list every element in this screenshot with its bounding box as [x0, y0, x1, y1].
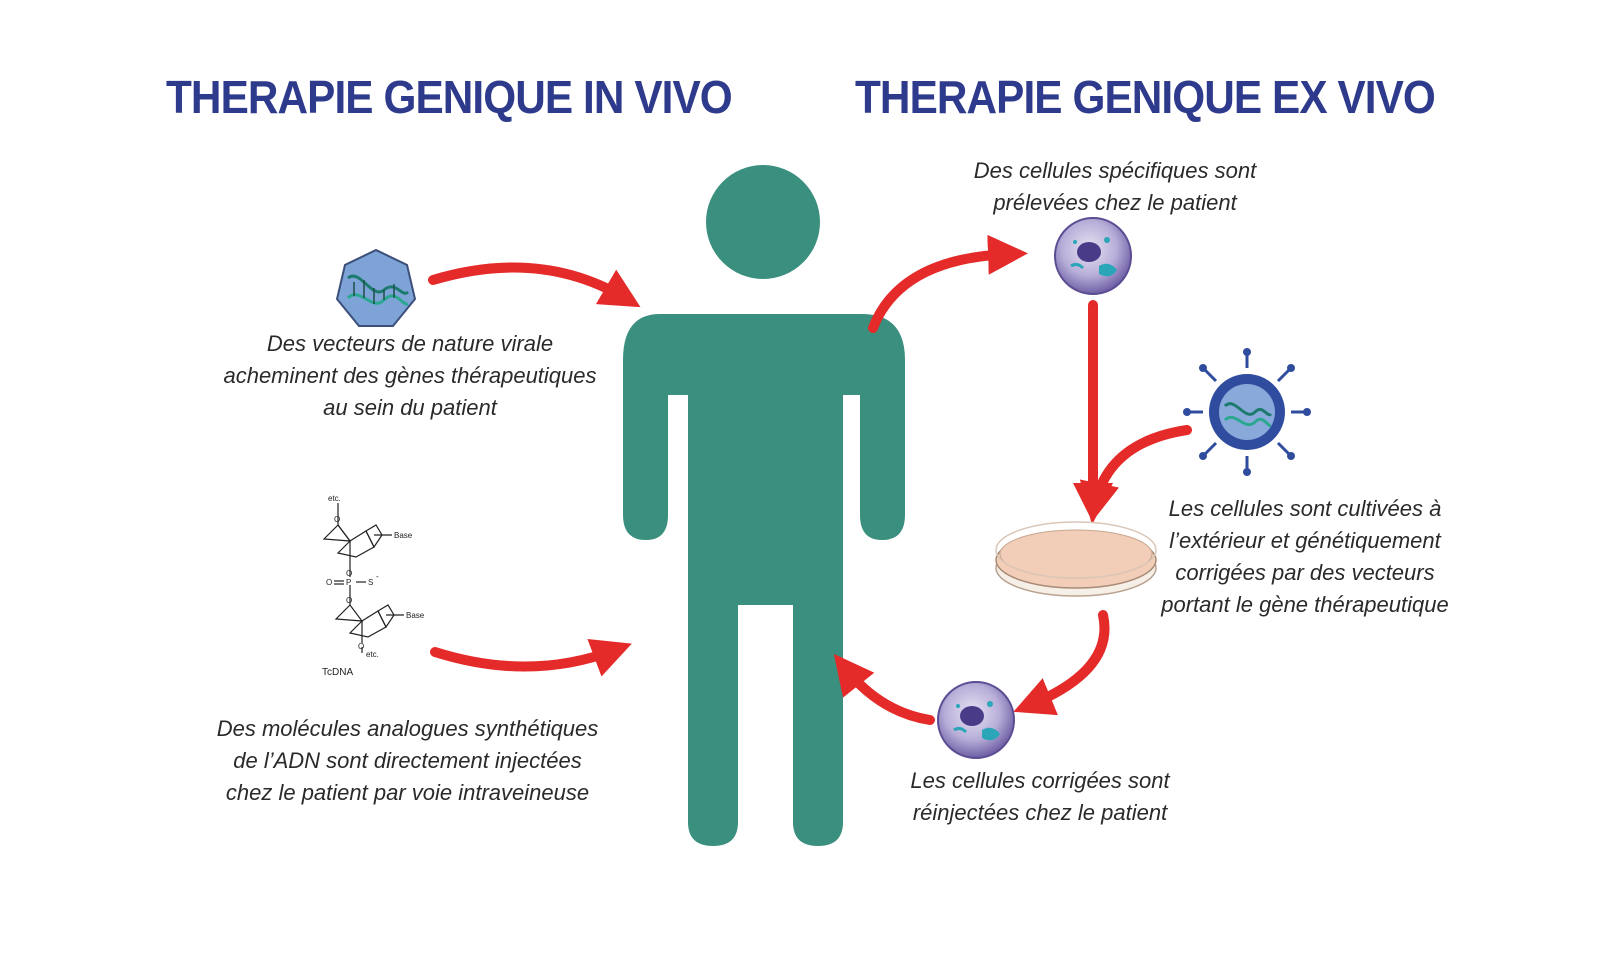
heading-ex-vivo: THERAPIE GENIQUE EX VIVO [855, 71, 1436, 123]
heading-in-vivo: THERAPIE GENIQUE IN VIVO [166, 71, 733, 123]
caption-synthetic-molecules: Des molécules analogues synthétiques de … [216, 716, 599, 805]
cell-icon [937, 681, 1015, 759]
svg-text:O: O [346, 569, 352, 578]
svg-text:O: O [346, 596, 352, 605]
caption-viral-vectors: Des vecteurs de nature virale acheminent… [223, 331, 597, 420]
chem-sulfur: S [368, 578, 373, 587]
svg-text:-: - [376, 572, 379, 581]
arrows [428, 234, 1192, 725]
chem-etc-top: etc. [328, 494, 341, 503]
virus-icon [1183, 348, 1311, 476]
svg-text:O: O [358, 642, 364, 651]
svg-text:O: O [334, 515, 340, 524]
arrow-patient-to-cells [868, 234, 1028, 333]
arrow-molecule-to-patient [430, 639, 632, 677]
person-icon [623, 165, 905, 846]
molecule-structure-icon: etc. O Base O O P S - O Base O etc. TcDN… [322, 494, 425, 678]
chem-etc-bottom: etc. [366, 650, 379, 659]
cell-icon [1054, 217, 1132, 295]
caption-cells-cultured: Les cellules sont cultivées à l’extérieu… [1161, 496, 1449, 617]
arrow-virus-to-dish [1079, 425, 1192, 523]
chem-base-bottom: Base [406, 611, 425, 620]
chem-label: TcDNA [322, 667, 353, 678]
svg-text:P: P [346, 578, 351, 587]
caption-cells-reinjected: Les cellules corrigées sont réinjectées … [910, 768, 1170, 825]
arrow-dish-to-corrected-cells [1013, 610, 1110, 716]
arrow-vector-to-patient [428, 262, 641, 308]
caption-cells-collected: Des cellules spécifiques sont prélevées … [973, 158, 1257, 215]
svg-text:O: O [326, 578, 332, 587]
arrow-cells-to-patient [833, 653, 935, 725]
petri-dish-icon [995, 521, 1157, 597]
chem-base-top: Base [394, 531, 413, 540]
dna-vector-icon [335, 248, 417, 327]
